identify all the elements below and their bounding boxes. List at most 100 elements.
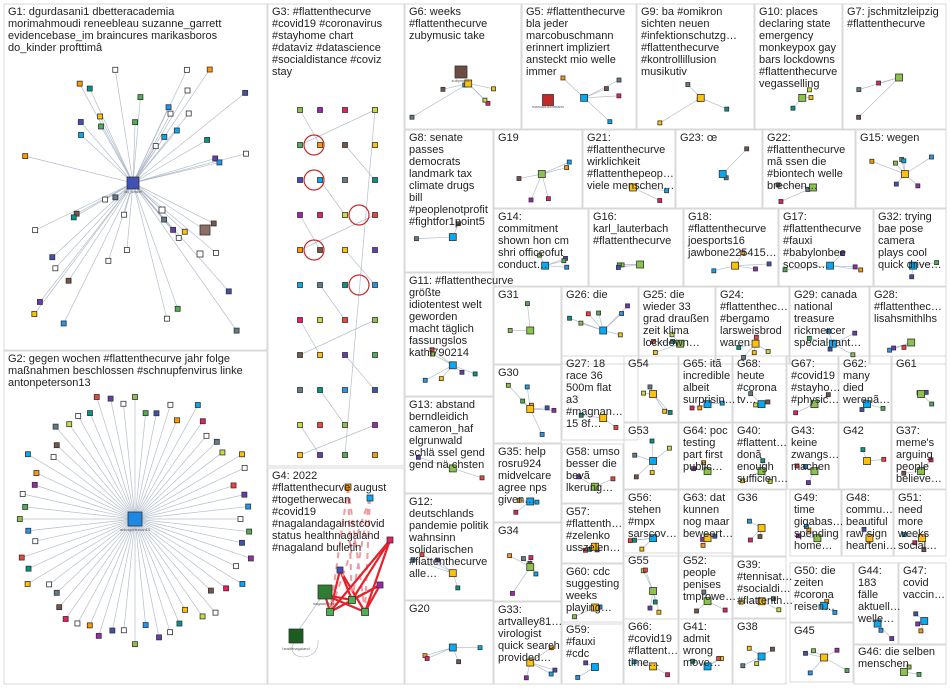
group-box-g1	[3, 3, 268, 351]
node-g51	[901, 532, 907, 538]
g2-node	[237, 516, 244, 522]
node-g54	[662, 408, 668, 414]
g1-node	[204, 136, 211, 143]
hub-g24	[751, 339, 760, 348]
group-label-g61: G61	[896, 358, 917, 370]
hub-g60	[591, 603, 599, 612]
hub-g58	[591, 482, 599, 491]
g3-node	[372, 177, 378, 183]
g1-node	[210, 220, 217, 227]
node-g6	[409, 114, 415, 120]
g3-node	[297, 452, 303, 458]
g2-node	[95, 632, 102, 639]
hub-g7	[895, 73, 903, 82]
g2-node	[245, 503, 252, 510]
g1-node	[185, 110, 192, 117]
g3-node	[297, 177, 303, 183]
node-g27	[578, 412, 584, 418]
node-g5	[616, 77, 622, 83]
hub-g46	[900, 668, 908, 676]
group-box-g25	[638, 286, 716, 365]
g2-node	[86, 622, 93, 629]
node-g29	[850, 352, 856, 358]
group-label-g3: G3: #flattenthecurve#covid19 #coronaviru…	[272, 6, 383, 78]
node-g38	[770, 646, 775, 652]
node-g36	[747, 518, 752, 524]
hub-g53	[649, 457, 657, 465]
group-box-g22	[762, 129, 856, 209]
node-g42	[881, 456, 887, 462]
hub-g29	[828, 339, 837, 348]
group-box-g18	[683, 208, 779, 287]
g1-sub-node	[199, 224, 211, 236]
g2-node	[213, 438, 220, 445]
group-box-g33	[493, 601, 562, 685]
node-g47	[915, 621, 921, 627]
g2-hub-label: antonpeterson13	[120, 527, 151, 532]
node-g14	[561, 258, 567, 264]
g1-node	[243, 150, 249, 157]
g2-node	[33, 470, 40, 476]
hub-g35	[526, 497, 535, 506]
g1-node	[242, 89, 249, 96]
g1-node	[102, 196, 109, 203]
node-g40	[740, 478, 746, 484]
g4-node	[366, 494, 374, 502]
node-g12	[419, 552, 425, 558]
g4-hub-node	[317, 584, 333, 600]
node-g42	[860, 447, 866, 453]
g3-node	[372, 142, 378, 148]
node-g35	[513, 509, 519, 515]
node-g43	[794, 463, 800, 469]
node-g59	[575, 675, 581, 680]
node-g19	[545, 196, 551, 202]
node-g7	[856, 114, 862, 120]
g2-node	[75, 413, 82, 419]
g3-node	[297, 387, 303, 393]
g2-node	[25, 565, 32, 572]
g3-self-loop	[303, 134, 325, 156]
node-g12	[455, 585, 461, 591]
group-label-g55: G55	[628, 555, 649, 567]
g2-node	[182, 606, 188, 613]
node-g30	[524, 384, 530, 390]
g1-sub-node	[158, 206, 166, 214]
group-box-g63	[678, 489, 733, 557]
node-g28	[901, 344, 907, 350]
node-g11	[459, 369, 465, 375]
g2-node	[212, 609, 219, 616]
g1-hub-label: do_kinder	[124, 189, 142, 194]
node-g54	[667, 410, 673, 415]
g2-node	[31, 481, 38, 488]
node-g5	[616, 93, 622, 99]
group-box-g34	[493, 522, 562, 602]
g2-node	[24, 451, 31, 458]
hub-g65	[703, 400, 712, 409]
node-g18	[740, 250, 746, 256]
node-g43	[802, 464, 808, 469]
g1-node	[173, 127, 180, 134]
node-g28	[891, 345, 897, 351]
g2-node	[174, 417, 180, 424]
g3-node	[372, 212, 378, 218]
group-label-g4: G4: 2022#flattenthecurve august#together…	[272, 470, 386, 554]
hub-g57	[591, 542, 599, 551]
node-g21	[657, 198, 663, 203]
node-g24	[753, 334, 759, 340]
node-g35	[534, 499, 540, 505]
g2-node	[93, 394, 100, 400]
node-g44	[889, 636, 895, 641]
g1-node	[22, 153, 29, 160]
g1-node	[184, 87, 191, 94]
g2-node	[142, 622, 149, 628]
hub-g22	[809, 183, 817, 192]
hub-g51	[918, 534, 926, 543]
